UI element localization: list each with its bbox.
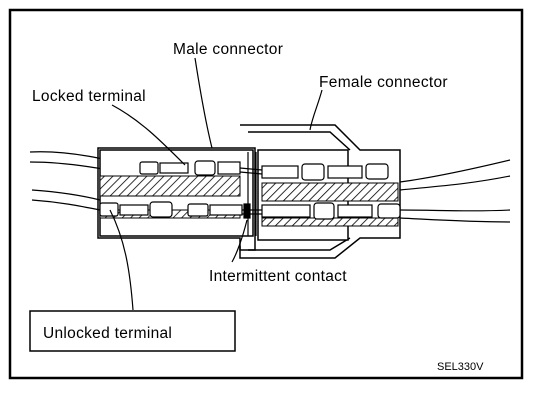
label-locked-terminal: Locked terminal [32,88,146,105]
outer-frame [8,8,524,380]
leader-lines [109,57,323,311]
label-male-connector: Male connector [173,41,283,58]
unlocked-terminal-box [29,310,236,352]
male-terminals [99,160,243,218]
figure-code: SEL330V [437,361,484,373]
mating-pins [239,152,263,236]
female-terminals [261,163,401,220]
right-wires [399,159,511,223]
label-intermittent-contact: Intermittent contact [209,268,347,285]
label-unlocked-terminal: Unlocked terminal [43,325,172,342]
label-female-connector: Female connector [319,74,448,91]
